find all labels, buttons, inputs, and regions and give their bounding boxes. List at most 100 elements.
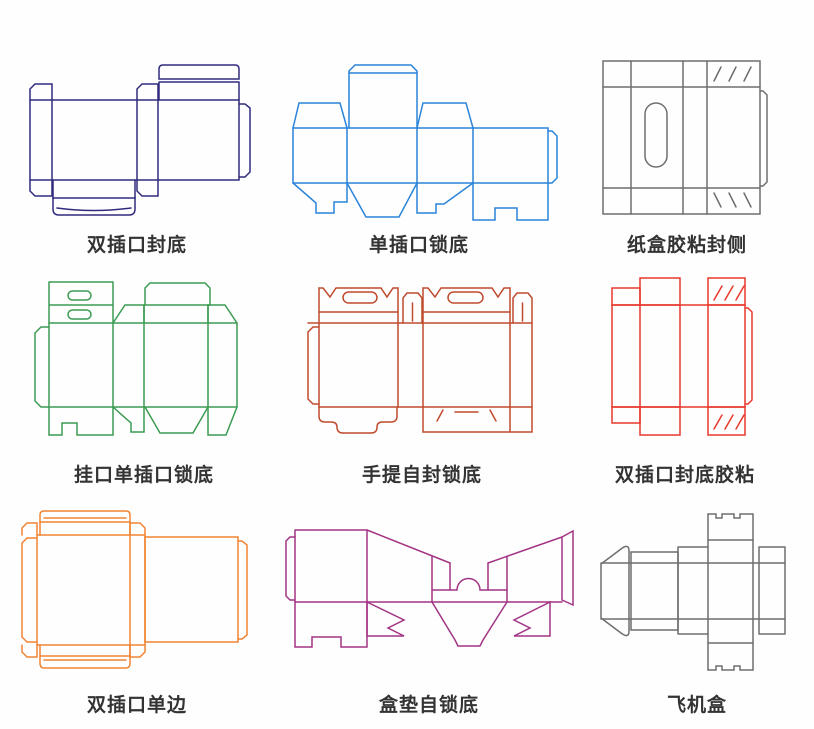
lock-bottom-flap [422, 406, 533, 433]
top-flap [136, 83, 159, 101]
bottom-flap [136, 179, 159, 197]
lock-bottom-flap [48, 406, 114, 436]
dieline-card-carry-handle-box [303, 284, 538, 438]
box-outline [611, 304, 746, 408]
tuck-lid [144, 282, 211, 306]
dieline-label-double-tuck-single-edge: 双插口单边 [86, 695, 188, 716]
dieline-card-glued-side-carton [598, 55, 773, 220]
glue-panel [707, 406, 746, 436]
dieline-drawing-double-tuck-seal-bottom [29, 64, 251, 216]
dieline-drawing-carry-handle-box [307, 287, 533, 434]
handle-panel [422, 287, 511, 313]
dieline-label-pad-auto-lock-bottom: 盒垫自锁底 [378, 695, 480, 716]
dieline-card-pad-auto-lock-bottom [282, 524, 578, 652]
glue-flap [744, 307, 753, 405]
box-outline [29, 99, 240, 181]
top-flap [611, 287, 641, 306]
dieline-drawing-single-tuck-lock-bottom [292, 64, 558, 221]
notched-edge [707, 513, 754, 519]
lock-bottom-flap [292, 182, 348, 214]
top-flap [112, 304, 145, 324]
bottom-flap [639, 406, 681, 436]
lock-bottom-flap [207, 406, 238, 436]
glue-flap [237, 540, 248, 640]
notched-edge [707, 665, 754, 671]
self-seal-bottom-flap [318, 406, 398, 434]
dieline-label-double-tuck-seal-bottom: 双插口封底 [86, 235, 188, 256]
tuck-lid [39, 655, 131, 669]
lock-bottom-flap [416, 182, 474, 214]
dieline-label-hang-tab-lock-bottom: 挂口单插口锁底 [73, 465, 215, 486]
dieline-card-double-tuck-single-edge [18, 506, 252, 672]
glue-flap [547, 130, 558, 184]
lock-bottom-flap [472, 182, 549, 221]
gusset-slant [487, 536, 563, 564]
glue-hatch-marks [713, 66, 752, 82]
dieline-drawing-double-tuck-single-edge [21, 510, 248, 669]
top-flap [129, 522, 146, 536]
lock-bottom-flap [144, 406, 209, 434]
hang-slot [67, 309, 92, 320]
lock-bottom-flap [112, 406, 145, 433]
glue-flap [34, 326, 50, 408]
dieline-label-carry-handle-box: 手提自封锁底 [361, 465, 483, 486]
glue-panel [707, 277, 746, 306]
top-flap [292, 102, 348, 129]
dieline-label-double-tuck-glued: 双插口封底胶粘 [614, 465, 756, 486]
dieline-card-hang-tab-lock-bottom [30, 278, 245, 440]
glue-flap [759, 90, 768, 187]
dieline-drawing-pad-auto-lock-bottom [285, 529, 574, 648]
end-flap [561, 529, 574, 607]
glue-hatch-marks [713, 285, 745, 301]
side-panel [144, 536, 239, 643]
dieline-drawing-double-tuck-glued [611, 277, 753, 436]
top-flap [639, 277, 681, 306]
bottom-flap [29, 179, 53, 197]
box-outline [292, 127, 549, 184]
lock-bottom-flap [294, 601, 368, 648]
lock-bottom-flap [346, 182, 418, 218]
top-flap [21, 522, 38, 536]
lock-bottom-flap [366, 600, 406, 637]
handle-panel [318, 287, 399, 313]
tuck-lid [158, 64, 240, 80]
gusset-slant [366, 529, 451, 564]
handle-slot [342, 291, 378, 304]
hang-panel [48, 281, 114, 408]
glue-flap [238, 103, 251, 178]
lock-arch [431, 577, 508, 591]
glue-hatch-marks [713, 192, 752, 208]
window-cutout [644, 102, 668, 168]
dieline-label-glued-side-carton: 纸盒胶粘封侧 [626, 235, 748, 256]
dieline-drawing-glued-side-carton [602, 60, 768, 215]
tuck-lid [348, 64, 418, 129]
hang-slot [67, 290, 92, 301]
bottom-flap [129, 644, 146, 658]
glue-flap [307, 326, 320, 405]
side-flap [21, 537, 38, 643]
glue-hatch-marks [713, 414, 745, 430]
top-flap [207, 304, 238, 324]
dieline-card-double-tuck-seal-bottom [25, 60, 255, 220]
front-tuck [600, 545, 630, 637]
bottom-flap [21, 644, 38, 658]
dieline-card-mailer-box [596, 510, 790, 674]
crease-line [600, 562, 786, 620]
tuck-lid [52, 197, 136, 216]
top-flap [416, 102, 474, 129]
dieline-label-mailer-box: 飞机盒 [666, 695, 728, 716]
tuck-lid [39, 510, 131, 523]
bottom-flap [611, 406, 641, 424]
box-outline [36, 534, 146, 646]
lock-bottom-flap [512, 600, 551, 637]
dieline-drawing-hang-tab-lock-bottom [34, 281, 238, 436]
lock-bottom-flap [431, 601, 508, 647]
dieline-drawing-mailer-box [600, 513, 786, 671]
dieline-card-single-tuck-lock-bottom [288, 60, 563, 225]
dieline-card-double-tuck-glued [607, 273, 757, 440]
dieline-label-single-tuck-lock-bottom: 单插口锁底 [368, 235, 470, 256]
glue-flap [285, 536, 296, 601]
box-outline [602, 60, 761, 215]
top-flap [29, 83, 53, 101]
